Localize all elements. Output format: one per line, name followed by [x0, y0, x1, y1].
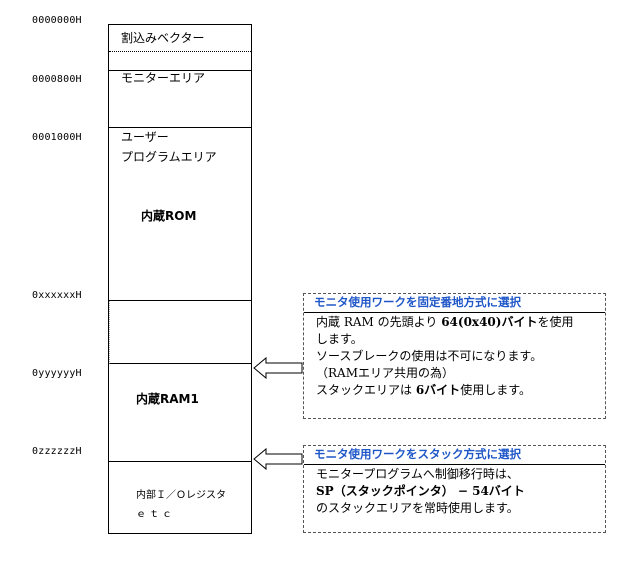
fixed-line-3: ソースブレークの使用は不可になります。: [316, 349, 543, 363]
address-label-zzzzzz: 0zzzzzzH: [32, 446, 82, 457]
fixed-address-title: モニタ使用ワークを固定番地方式に選択: [304, 294, 605, 313]
vector-label: 割込みベクター: [121, 31, 205, 45]
fixed-line-2: します。: [316, 332, 363, 346]
io-segment: 内部Ｉ／Ｏレジスタ ｅｔｃ: [109, 462, 251, 533]
io-label: 内部Ｉ／Ｏレジスタ: [136, 490, 226, 501]
fixed-address-note-box: モニタ使用ワークを固定番地方式に選択 内蔵 RAM の先頭より 64(0x40)…: [303, 293, 606, 419]
monitor-area-label: モニターエリア: [121, 71, 206, 85]
fixed-line-4: （RAMエリア共用の為）: [316, 366, 454, 380]
fixed-line-1-text: 内蔵 RAM の先頭より: [316, 315, 442, 329]
monitor-area-body: モニターエリア: [109, 71, 251, 128]
user-area-label-1: ユーザー: [121, 130, 169, 144]
stack-line-3: のスタックエリアを常時使用します。: [316, 501, 519, 515]
address-label-0000800: 0000800H: [32, 74, 82, 85]
fixed-line-5-text: スタックエリアは: [316, 383, 416, 397]
ram-label: 内蔵RAM1: [136, 392, 199, 406]
fixed-line-1-bold: 64(0x40)バイト: [441, 315, 538, 329]
vector-segment: 割込みベクター: [109, 25, 251, 52]
fixed-line-5: スタックエリアは 6バイト使用します。: [316, 382, 605, 399]
arrow-icon: [253, 447, 303, 471]
stack-line-1: モニタープログラムへ制御移行時は、: [316, 467, 519, 481]
stack-line-2: SP（スタックポインタ） − 54バイト: [316, 484, 525, 498]
ram-segment: 内蔵RAM1: [109, 364, 251, 462]
monitor-area-segment: [109, 52, 251, 71]
user-program-segment: ユーザー プログラムエリア 内蔵ROM: [109, 128, 251, 301]
arrow-icon: [253, 356, 303, 380]
address-label-yyyyyy: 0yyyyyyH: [32, 368, 82, 379]
address-label-xxxxxx: 0xxxxxxH: [32, 290, 82, 301]
stack-method-note-box: モニタ使用ワークをスタック方式に選択 モニタープログラムへ制御移行時は、 SP（…: [303, 445, 606, 533]
fixed-line-1-tail: を使用: [537, 315, 574, 329]
user-area-label-2: プログラムエリア: [121, 150, 217, 164]
memory-map: 割込みベクター モニターエリア ユーザー プログラムエリア 内蔵ROM 内蔵RA…: [108, 24, 252, 534]
monitor-work-segment: [109, 301, 251, 364]
fixed-line-1: 内蔵 RAM の先頭より 64(0x40)バイトを使用: [316, 314, 605, 331]
rom-label: 内蔵ROM: [141, 209, 197, 223]
address-label-0000000: 0000000H: [32, 15, 82, 26]
fixed-line-5-tail: 使用します。: [460, 383, 531, 397]
fixed-line-5-bold: 6バイト: [415, 383, 461, 397]
address-label-0001000: 0001000H: [32, 132, 82, 143]
stack-method-title: モニタ使用ワークをスタック方式に選択: [304, 446, 605, 465]
etc-label: ｅｔｃ: [136, 509, 175, 520]
